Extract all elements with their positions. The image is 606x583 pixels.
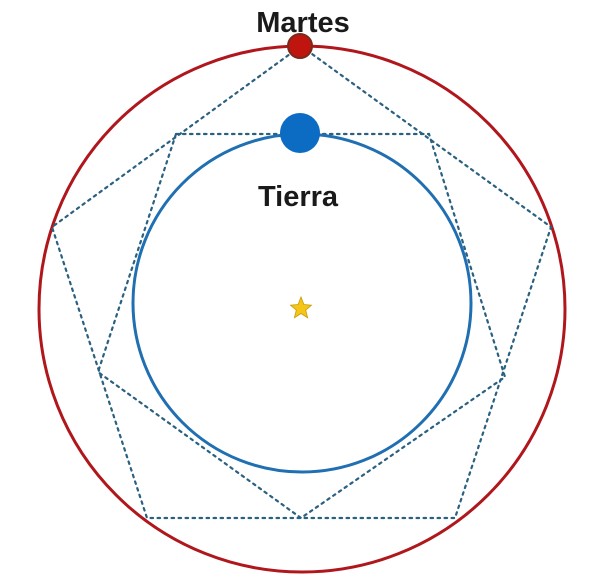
- earth-label: Tierra: [258, 181, 339, 213]
- mars-planet: [287, 33, 313, 59]
- heptagon-path: [96, 132, 507, 520]
- earth-planet: [280, 113, 320, 153]
- star-icon: [289, 295, 313, 319]
- mars-label: Martes: [256, 7, 350, 39]
